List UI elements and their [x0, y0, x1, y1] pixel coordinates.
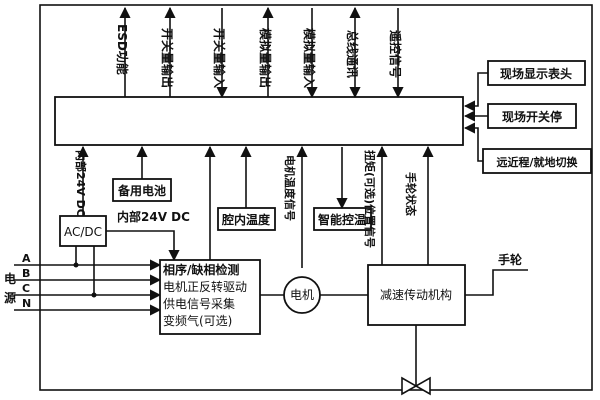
top-outputs: ESD功能 开关量输出 开关量输入 模拟量输出 模拟量输入 总线通讯 遥控信号 [115, 6, 404, 99]
handwheel-line [465, 269, 528, 296]
outer-frame [39, 4, 593, 391]
power-label-char1: 电 [4, 271, 16, 286]
control-line-2: 电机正反转驱动 [163, 279, 247, 294]
field-switch-box [487, 103, 577, 129]
right-inputs: 现场显示表头 现场开关停 远近程/就地切换 [463, 60, 592, 174]
dc24-vertical-label: 内部24V DC [74, 150, 88, 217]
phase-c-label: C [22, 282, 30, 295]
smart-temp: 智能控温 [313, 147, 372, 231]
cavity-temp: 腔内温度 [217, 145, 276, 231]
control-block: 相序/缺相检测 电机正反转驱动 供电信号采集 变频气(可选) [159, 259, 261, 335]
do-label: 开关量输出 [160, 28, 175, 88]
dc24-to-control [106, 230, 180, 262]
torque-label: 扭矩(可选)位置信号 [363, 150, 377, 248]
field-display-arrow [463, 72, 488, 112]
valve-icon [401, 376, 431, 396]
control-line-1: 相序/缺相检测 [163, 262, 239, 277]
power-source: 电 源 A B C N [4, 252, 162, 316]
reducer-label: 减速传动机构 [380, 287, 452, 302]
dc24-horizontal-label: 内部24V DC [117, 209, 190, 224]
ac-dc-box [59, 215, 107, 247]
phase-b-label: B [22, 267, 30, 280]
ai-label: 模拟量输入 [302, 28, 317, 88]
di-label: 开关量输入 [212, 28, 227, 88]
phase-n-label: N [22, 297, 31, 310]
battery: 备用电池 [112, 145, 172, 202]
handwheel-label: 手轮 [498, 252, 523, 267]
power-label-char2: 源 [4, 290, 16, 305]
battery-label: 备用电池 [117, 183, 166, 198]
remote-local-arrow [463, 122, 483, 162]
control-line-4: 变频气(可选) [163, 313, 232, 328]
remote-local-box [482, 148, 592, 174]
power-conversion: 内部24V DC AC/DC 内部24V DC [59, 145, 190, 298]
phase-a-label: A [22, 252, 31, 265]
motor-temp-label: 电机温度信号 [283, 155, 297, 221]
field-switch-label: 现场开关停 [502, 109, 562, 124]
handwheel-state-label: 手轮状态 [404, 172, 418, 216]
bus-label: 总线通讯 [345, 30, 360, 78]
motor-label: 电机 [290, 288, 314, 302]
esd-label: ESD功能 [115, 24, 130, 75]
smart-temp-label: 智能控温 [317, 212, 366, 227]
remote-local-label: 远近程/就地切换 [496, 155, 578, 169]
ac-dc-label: AC/DC [64, 225, 102, 239]
control-block-box [159, 259, 261, 335]
field-display-label: 现场显示表头 [500, 66, 572, 81]
ao-label: 模拟量输出 [258, 28, 273, 88]
cavity-temp-label: 腔内温度 [221, 212, 271, 227]
main-controller-box [54, 96, 464, 146]
field-display-box [487, 60, 586, 86]
control-line-3: 供电信号采集 [163, 296, 235, 311]
remote-label: 遥控信号 [388, 30, 403, 78]
